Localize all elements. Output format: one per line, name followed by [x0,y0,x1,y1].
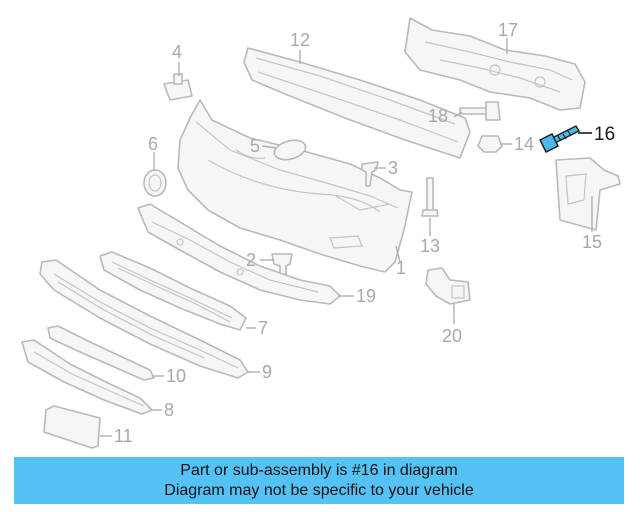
callout-2: 2 [246,250,256,270]
part-13-stud [421,177,439,217]
part-7-grille [99,251,247,331]
callout-1: 1 [396,258,406,278]
banner-line-2: Diagram may not be specific to your vehi… [164,482,474,499]
part-14-nut [477,135,503,153]
callout-19: 19 [356,286,376,306]
callout-12: 12 [290,30,310,50]
part-17-upper-bracket [404,17,586,111]
part-10-strip [47,325,155,381]
part-11-plate [43,405,101,449]
callout-7: 7 [258,318,268,338]
callout-4: 4 [172,42,182,62]
part-18-bolt [459,101,501,121]
callout-14: 14 [514,134,534,154]
part-9-lower-grille [39,259,249,379]
callout-20: 20 [442,326,462,346]
callout-11: 11 [114,426,133,446]
callout-labels: 4 12 17 6 5 3 18 14 13 15 1 2 19 20 7 9 … [114,20,615,446]
part-20-sensor [425,267,471,305]
callout-6: 6 [148,134,158,154]
part-12-reinforcement [243,47,471,159]
banner-line-1: Part or sub-assembly is #16 in diagram [180,462,458,479]
leader-lines [100,38,593,437]
part-1-bumper-cover [177,99,413,273]
part-16-bolt [539,125,580,153]
callout-10: 10 [166,366,186,386]
part-5-plug [273,139,307,161]
info-banner: Part or sub-assembly is #16 in diagram D… [14,457,624,504]
part-4-clip [163,73,193,101]
part-2-clip [271,253,293,275]
callout-13: 13 [420,236,440,256]
part-15-bracket [555,157,621,231]
callout-3: 3 [388,158,398,178]
callout-5: 5 [250,136,260,156]
callout-9: 9 [262,362,272,382]
callout-18: 18 [428,106,448,126]
callout-15: 15 [582,232,602,252]
part-6-ring [143,169,167,197]
callout-8: 8 [164,400,174,420]
callout-16: 16 [594,124,615,145]
callout-17: 17 [498,20,518,40]
